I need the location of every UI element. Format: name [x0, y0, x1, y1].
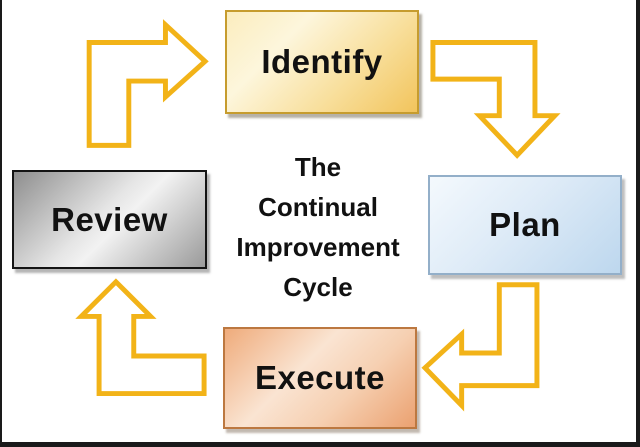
arrow-execute-to-review-icon	[75, 278, 207, 397]
arrow-identify-to-plan-icon	[430, 40, 561, 159]
diagram-title: The Continual Improvement Cycle	[208, 147, 428, 307]
node-identify-label: Identify	[261, 43, 383, 80]
diagram-title-line-3: Improvement	[236, 232, 400, 262]
arrow-review-to-identify-icon	[86, 19, 209, 148]
node-execute: Execute	[223, 327, 417, 429]
cycle-arrows	[75, 19, 561, 412]
node-review: Review	[12, 170, 207, 269]
node-plan-label: Plan	[489, 206, 561, 243]
arrow-plan-to-execute-icon	[421, 282, 540, 412]
diagram-title-line-1: The	[294, 152, 342, 182]
diagram-title-line-2: Continual	[258, 192, 378, 222]
node-identify: Identify	[225, 10, 419, 114]
node-plan: Plan	[428, 175, 622, 275]
diagram-title-line-4: Cycle	[283, 272, 353, 302]
node-execute-label: Execute	[254, 359, 386, 396]
node-review-label: Review	[51, 200, 168, 238]
